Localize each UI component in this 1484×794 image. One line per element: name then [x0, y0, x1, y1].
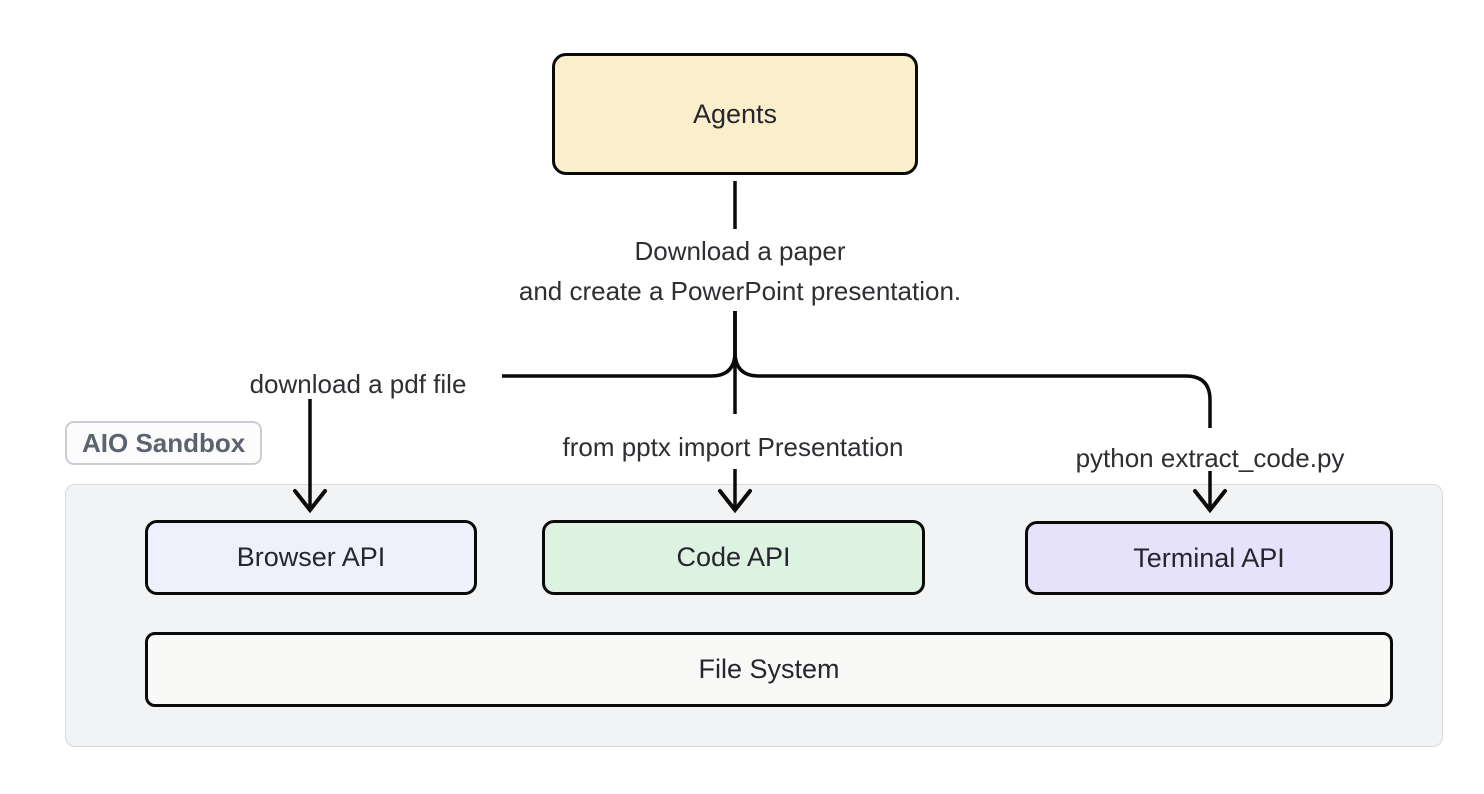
arrowhead-browser-icon — [293, 489, 327, 514]
edge-label-task-line1: Download a paper — [634, 236, 846, 266]
node-agents: Agents — [552, 53, 918, 175]
node-code-api-label: Code API — [676, 542, 791, 572]
sandbox-badge-label: AIO Sandbox — [82, 427, 246, 458]
edge-branch-browser — [502, 311, 737, 378]
edge-label-python-extract: python extract_code.py — [1075, 443, 1345, 473]
edge-branch-terminal — [733, 311, 1212, 428]
node-terminal-api-label: Terminal API — [1133, 542, 1285, 573]
node-file-system: File System — [145, 632, 1393, 707]
node-browser-api-label: Browser API — [236, 542, 386, 572]
edge-label-download-pdf: download a pdf file — [249, 369, 467, 399]
edge-label-task: Download a paper and create a PowerPoint… — [519, 231, 961, 311]
node-browser-api: Browser API — [145, 520, 477, 595]
node-code-api: Code API — [542, 520, 925, 595]
edge-label-task-line2: and create a PowerPoint presentation. — [518, 276, 962, 306]
node-terminal-api: Terminal API — [1025, 521, 1393, 595]
edge-label-pptx-import: from pptx import Presentation — [562, 432, 904, 462]
sandbox-badge: AIO Sandbox — [65, 421, 263, 465]
node-agents-label: Agents — [692, 98, 778, 129]
arrowhead-terminal-icon — [1193, 489, 1227, 514]
arrowhead-code-icon — [718, 489, 752, 514]
node-file-system-label: File System — [698, 654, 840, 684]
